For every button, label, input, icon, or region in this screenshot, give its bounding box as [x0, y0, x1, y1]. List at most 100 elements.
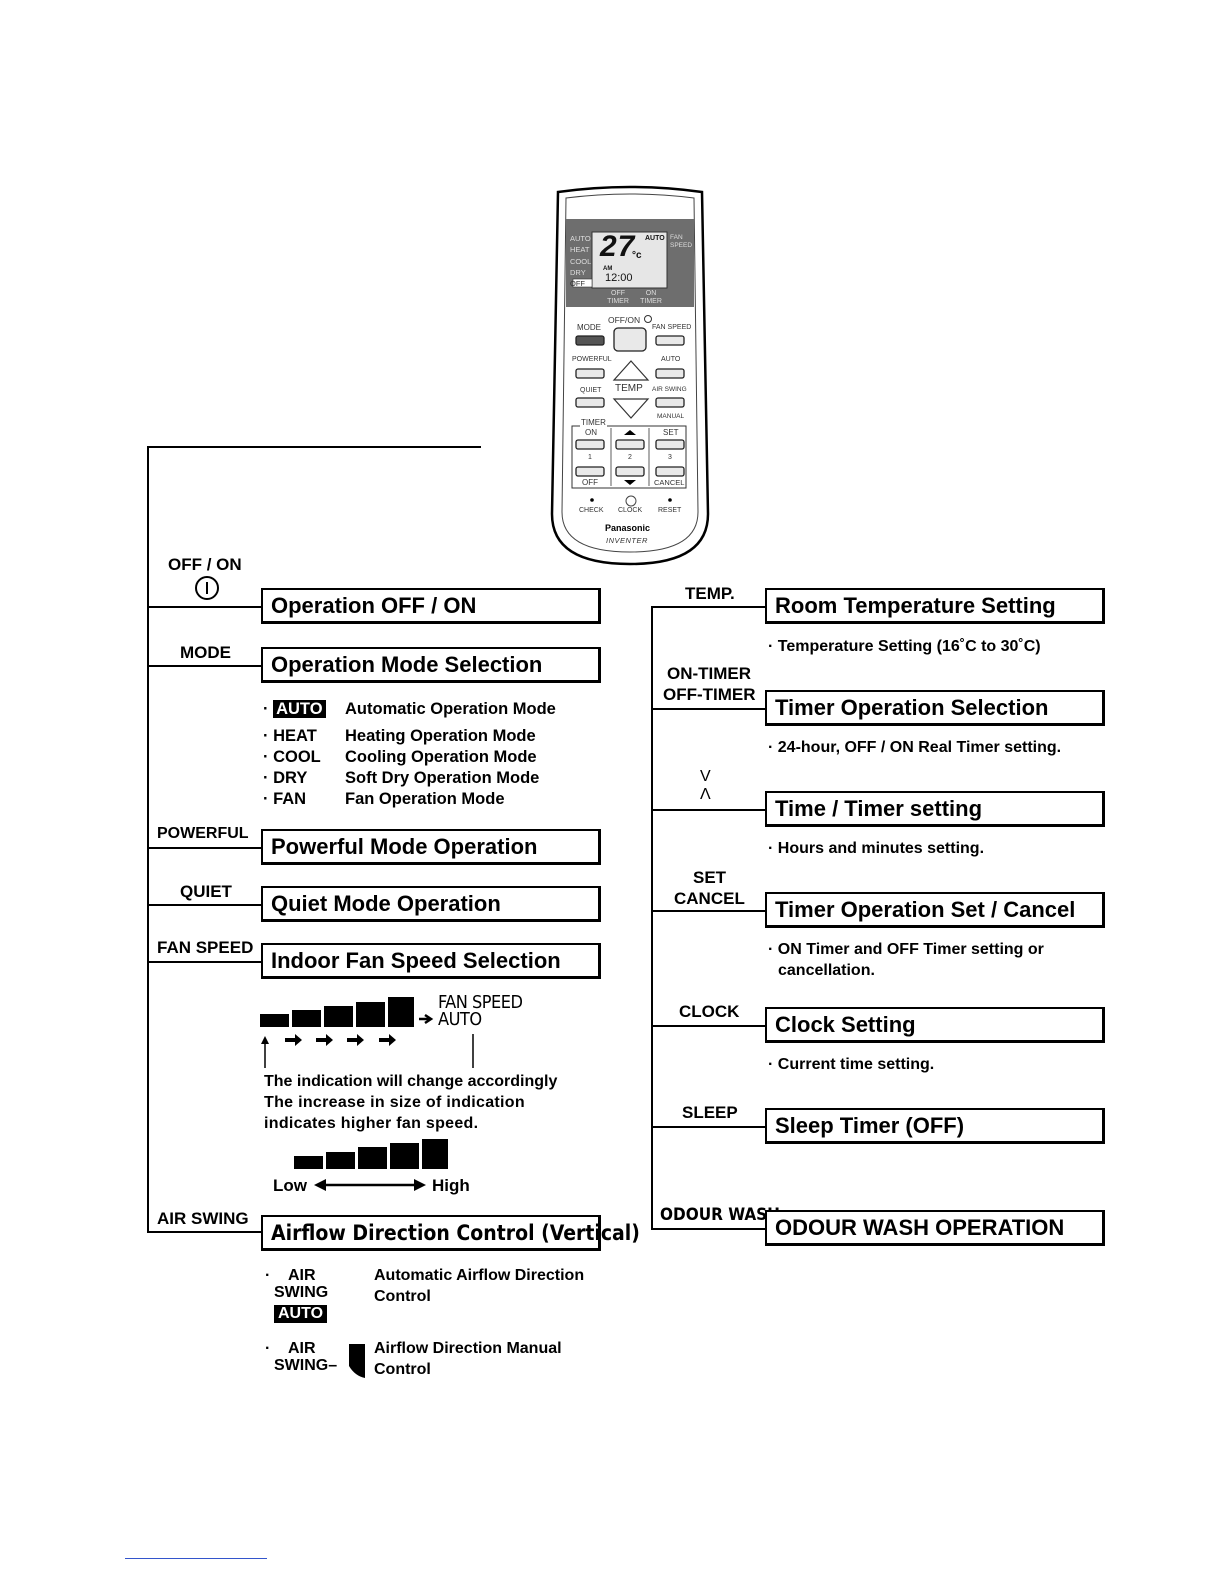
auto-swing-button[interactable] — [655, 368, 685, 379]
mode-connector — [147, 665, 263, 667]
operation-mode-selection-box: Operation Mode Selection — [261, 647, 601, 683]
display-on-timer: ON TIMER — [640, 290, 662, 305]
manual-label: MANUAL — [657, 413, 685, 420]
time-connector — [651, 809, 767, 811]
clock-connector — [651, 1025, 767, 1027]
time-note: · Hours and minutes setting. — [768, 840, 985, 857]
off-on-button[interactable] — [613, 327, 647, 352]
display-mode-dry: DRY — [570, 267, 586, 277]
timer-off-button[interactable] — [575, 466, 605, 477]
timer-set-button[interactable] — [655, 439, 685, 450]
temp-label: TEMP — [615, 383, 643, 394]
cancel-label: CANCEL — [654, 478, 685, 487]
set-cancel-connector — [651, 910, 767, 912]
air-swing-auto-bullet: · — [265, 1267, 271, 1284]
fan-speed-box: Indoor Fan Speed Selection — [261, 943, 601, 979]
temp-up-icon[interactable] — [612, 360, 650, 381]
sleep-connector — [651, 1126, 767, 1128]
quiet-label: QUIET — [580, 387, 602, 394]
display-mode-heat: HEAT — [570, 245, 590, 255]
remote-control — [550, 185, 710, 566]
timer-down-button[interactable] — [615, 466, 645, 477]
quiet-key-label: QUIET — [180, 882, 232, 901]
power-symbol-icon — [644, 315, 652, 323]
two-label: 2 — [628, 454, 632, 461]
cancel-key-label: CANCEL — [674, 889, 745, 908]
powerful-mode-box: Powerful Mode Operation — [261, 829, 601, 865]
sleep-key-label: SLEEP — [682, 1103, 738, 1122]
mode-button[interactable] — [575, 335, 605, 346]
right-tree-trunk — [651, 606, 653, 1230]
temp-key-label: TEMP. — [685, 584, 735, 603]
power-icon — [195, 576, 219, 600]
set-label: SET — [663, 428, 679, 437]
timer-connector — [651, 708, 767, 710]
room-temperature-box: Room Temperature Setting — [765, 588, 1105, 624]
air-swing-key-label: AIR SWING — [157, 1209, 249, 1228]
display-mode-off: OFF — [570, 279, 585, 289]
display-mode-cool: COOL — [570, 256, 592, 266]
time-timer-setting-box: Time / Timer setting — [765, 791, 1105, 827]
manual-vane-icon — [349, 1344, 365, 1378]
air-swing-auto-key-3: AUTO — [274, 1305, 328, 1323]
display-mode-auto: AUTO — [570, 234, 591, 243]
left-tree-top-line — [147, 446, 481, 448]
left-tree-trunk — [147, 446, 149, 1233]
time-up-key-label: Λ — [700, 786, 711, 803]
odour-wash-connector — [651, 1228, 767, 1230]
fan-speed-button[interactable] — [655, 335, 685, 346]
clock-key-label: CLOCK — [679, 1002, 740, 1021]
set-cancel-note-1: · ON Timer and OFF Timer setting or — [768, 941, 1044, 958]
fan-low-label: Low — [273, 1176, 307, 1195]
air-swing-manual-key-2: SWING– — [274, 1357, 338, 1374]
operation-off-on-box: Operation OFF / ON — [261, 588, 601, 624]
off-on-key-label: OFF / ON — [168, 555, 242, 574]
sleep-timer-box: Sleep Timer (OFF) — [765, 1108, 1105, 1144]
powerful-button[interactable] — [575, 368, 605, 379]
temp-connector — [651, 606, 767, 608]
quiet-mode-box: Quiet Mode Operation — [261, 886, 601, 922]
auto-label: AUTO — [661, 356, 681, 363]
fan-speed-key-label: FAN SPEED — [157, 938, 254, 957]
set-key-label: SET — [693, 868, 727, 887]
timer-cancel-button[interactable] — [655, 466, 685, 477]
one-label: 1 — [588, 454, 592, 461]
timer-note: · 24-hour, OFF / ON Real Timer setting. — [768, 739, 1062, 756]
air-swing-manual-desc-1: Airflow Direction Manual — [374, 1340, 562, 1357]
air-swing-label: AIR SWING — [652, 386, 687, 393]
timer-up-button[interactable] — [615, 439, 645, 450]
low-high-arrow-icon — [314, 1179, 426, 1191]
fan-note-line-2: The increase in size of indication — [264, 1094, 525, 1111]
air-swing-auto-desc-1: Automatic Airflow Direction — [374, 1267, 585, 1284]
air-swing-manual-desc-2: Control — [374, 1361, 431, 1378]
timer-operation-selection-box: Timer Operation Selection — [765, 690, 1105, 726]
powerful-connector — [147, 847, 263, 849]
timer-set-cancel-box: Timer Operation Set / Cancel — [765, 892, 1105, 928]
manual-swing-button[interactable] — [655, 397, 685, 408]
timer-label: TIMER — [580, 418, 607, 427]
fan-speed-diagram — [260, 997, 474, 1068]
fan-speed-connector — [147, 961, 263, 963]
clock-button-icon[interactable] — [625, 495, 637, 507]
three-label: 3 — [668, 454, 672, 461]
quiet-button[interactable] — [575, 397, 605, 408]
air-swing-auto-key-1: AIR — [288, 1267, 316, 1284]
off-label: OFF — [582, 478, 598, 487]
off-timer-key-label: OFF-TIMER — [663, 685, 756, 704]
clock-label: CLOCK — [618, 507, 643, 514]
off-on-connector — [147, 606, 263, 608]
remote-display-text: AUTO HEAT COOL DRY OFF 27 °c AUTO FAN SP… — [548, 184, 712, 568]
display-am: AM — [603, 266, 613, 272]
mode-key-label: MODE — [180, 643, 231, 662]
display-fan-speed-label: FAN SPEED — [670, 234, 693, 249]
temp-down-icon[interactable] — [612, 398, 650, 419]
air-swing-manual-bullet: · — [265, 1340, 271, 1357]
timer-on-button[interactable] — [575, 439, 605, 450]
quiet-connector — [147, 904, 263, 906]
fan-high-label: High — [432, 1176, 470, 1195]
clock-note: · Current time setting. — [768, 1056, 935, 1073]
on-timer-key-label: ON-TIMER — [667, 664, 752, 683]
fan-speed-label: FAN SPEED — [652, 324, 692, 331]
off-on-label: OFF/ON — [608, 315, 641, 325]
odour-wash-box: ODOUR WASH OPERATION — [765, 1210, 1105, 1246]
